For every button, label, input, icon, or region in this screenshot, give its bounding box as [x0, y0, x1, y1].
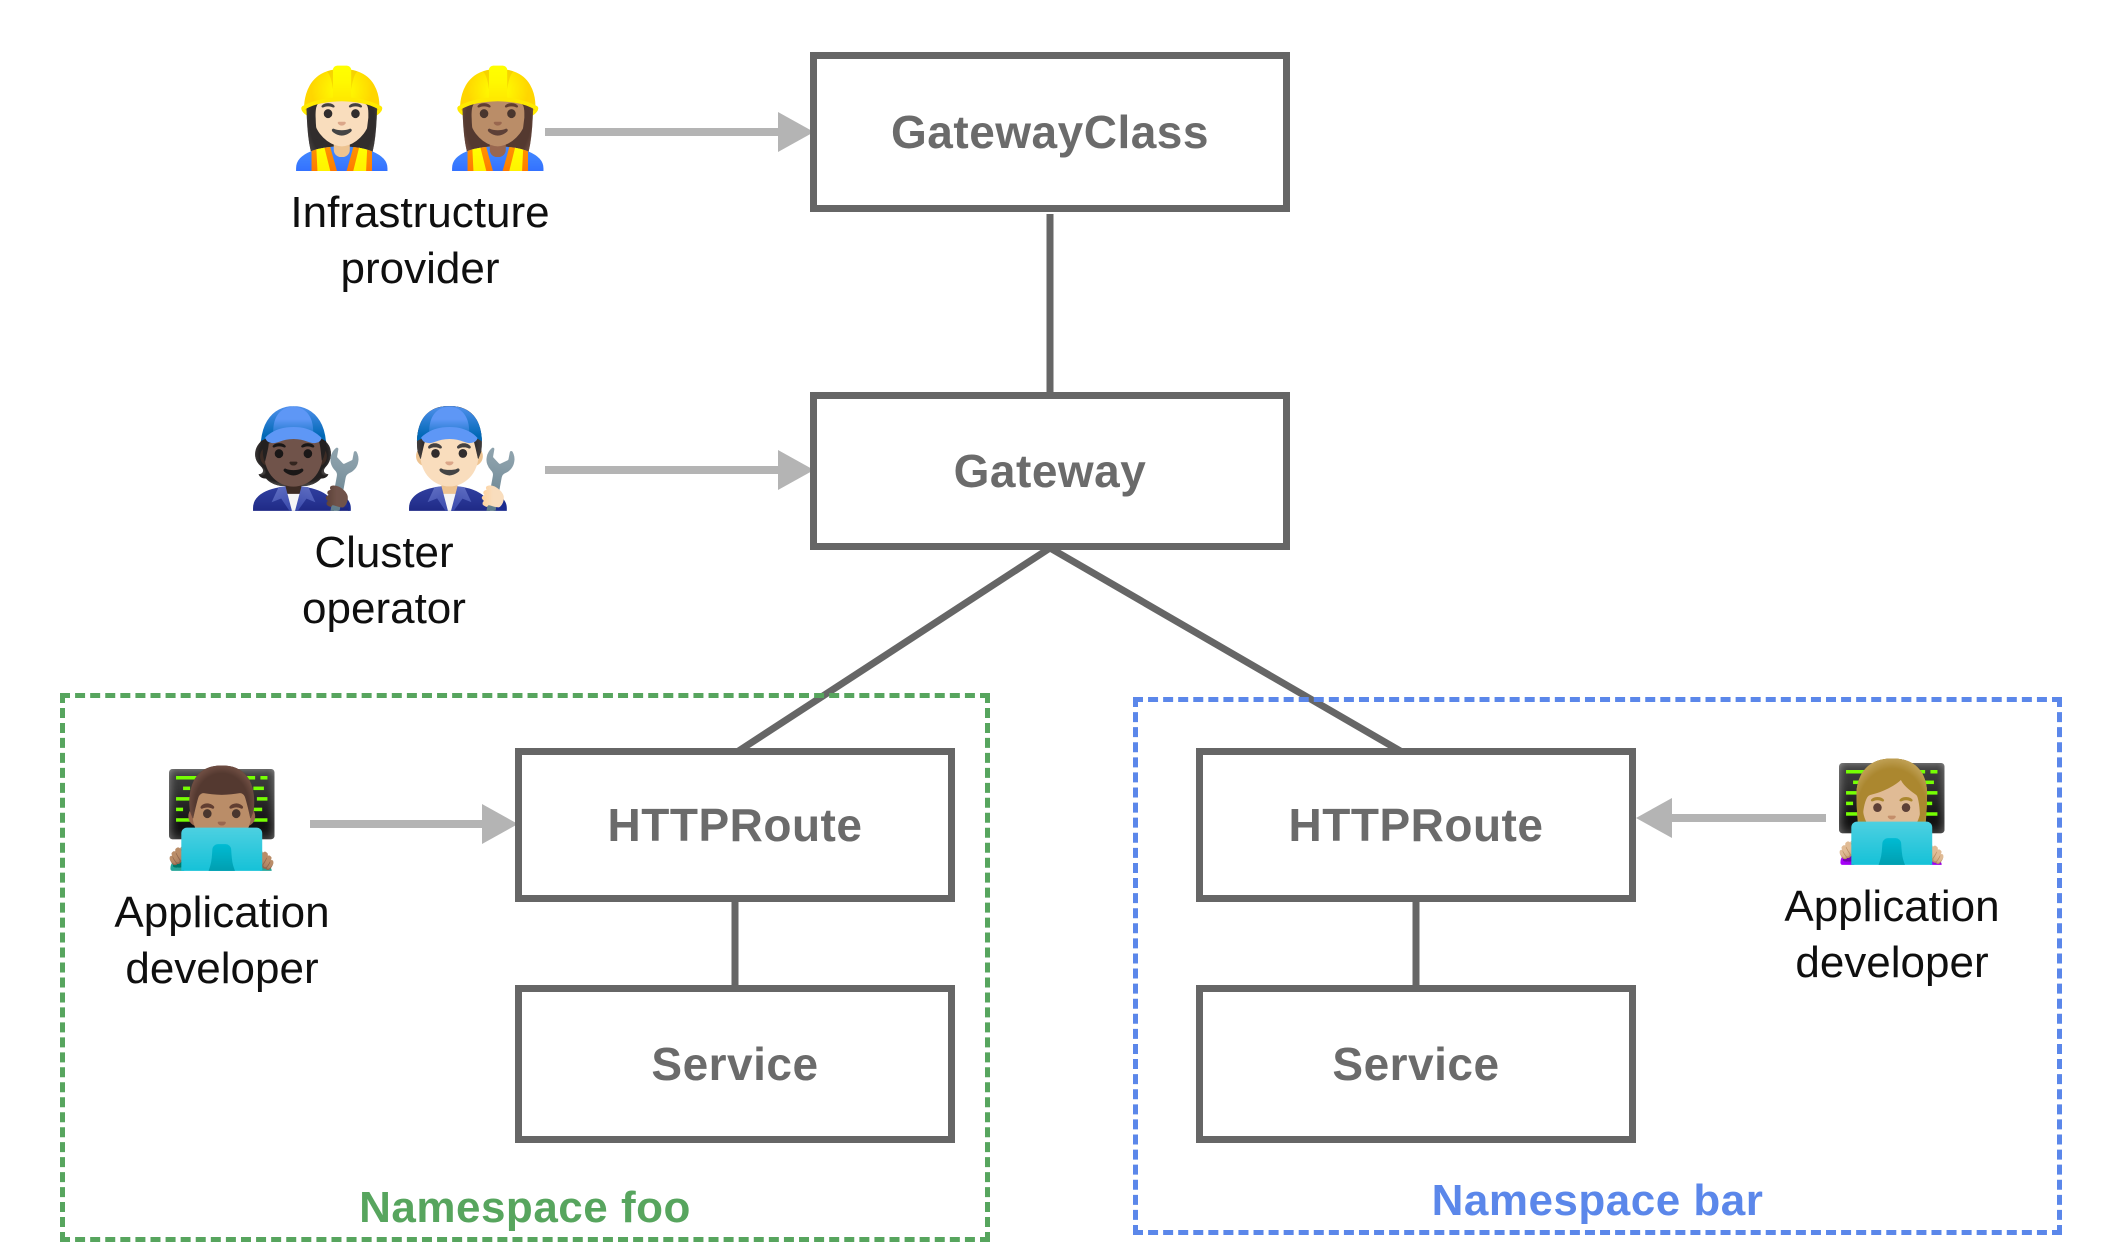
- service-foo-node: Service: [515, 985, 955, 1143]
- persona-cluster-operator: 🧑🏿‍🔧 👨🏻‍🔧 Cluster operator: [154, 396, 614, 636]
- app-developer-foo-label: Application developer: [114, 887, 330, 993]
- httproute-bar-node: HTTPRoute: [1196, 748, 1636, 902]
- gatewayclass-node: GatewayClass: [810, 52, 1290, 212]
- app-developer-bar-arrowhead-icon: [1636, 798, 1672, 838]
- gateway-httproute-bar-connector: [1048, 544, 1404, 756]
- app-developer-bar-label: Application developer: [1784, 881, 2000, 987]
- service-bar-node-label: Service: [1332, 1038, 1500, 1090]
- service-foo-node-label: Service: [651, 1038, 819, 1090]
- service-bar-node: Service: [1196, 985, 1636, 1143]
- namespace-bar-box: Namespace bar: [1133, 697, 2062, 1235]
- woman-technologist-emoji: 👩🏼‍💻: [1832, 759, 1952, 866]
- app-developer-foo-arrowhead-icon: [482, 804, 518, 844]
- cluster-operator-label: Cluster operator: [302, 527, 466, 633]
- httproute-foo-node: HTTPRoute: [515, 748, 955, 902]
- persona-infrastructure-provider: 👷🏻‍♀️ 👷🏽‍♀️ Infrastructure provider: [190, 56, 650, 296]
- construction-worker-woman-medium-emoji: 👷🏽‍♀️: [438, 65, 558, 172]
- infrastructure-provider-label: Infrastructure provider: [290, 187, 550, 293]
- gateway-httproute-foo-connector: [735, 545, 1052, 755]
- namespace-bar-label: Namespace bar: [1431, 1176, 1764, 1225]
- cluster-operator-emoji-row: 🧑🏿‍🔧 👨🏻‍🔧: [154, 396, 614, 523]
- infrastructure-provider-emoji-row: 👷🏻‍♀️ 👷🏽‍♀️: [190, 56, 650, 183]
- gatewayclass-node-label: GatewayClass: [891, 106, 1209, 158]
- app-developer-bar-emoji-row: 👩🏼‍💻: [1712, 750, 2072, 877]
- mechanic-man-light-emoji: 👨🏻‍🔧: [402, 405, 522, 512]
- persona-app-developer-bar: 👩🏼‍💻 Application developer: [1712, 750, 2072, 990]
- app-developer-foo-emoji-row: 👨🏽‍💻: [42, 756, 402, 883]
- namespace-foo-box: Namespace foo: [60, 693, 990, 1242]
- mechanic-person-dark-emoji: 🧑🏿‍🔧: [246, 405, 366, 512]
- man-technologist-emoji: 👨🏽‍💻: [162, 765, 282, 872]
- namespace-foo-label: Namespace foo: [359, 1183, 691, 1232]
- gateway-node-label: Gateway: [953, 445, 1147, 497]
- httproute-foo-node-label: HTTPRoute: [607, 799, 863, 851]
- infrastructure-provider-arrowhead-icon: [778, 112, 814, 152]
- gateway-node: Gateway: [810, 392, 1290, 550]
- cluster-operator-arrowhead-icon: [778, 450, 814, 490]
- persona-app-developer-foo: 👨🏽‍💻 Application developer: [42, 756, 402, 996]
- httproute-bar-node-label: HTTPRoute: [1288, 799, 1544, 851]
- construction-worker-woman-light-emoji: 👷🏻‍♀️: [282, 65, 402, 172]
